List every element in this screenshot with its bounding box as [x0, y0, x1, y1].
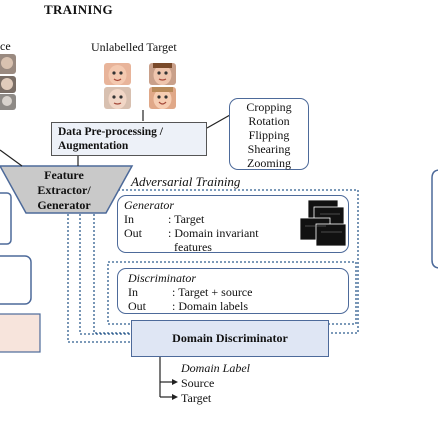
target-face-3 [104, 87, 131, 109]
domain-label-target: Target [181, 391, 212, 405]
augmentation-item: Shearing [247, 142, 291, 156]
domain-label-list: Domain Label Source Target [181, 361, 250, 406]
generator-in-key: In [124, 212, 134, 226]
source-label-fragment: ce [0, 39, 11, 53]
feature-extractor-line2: Extractor/ [37, 183, 91, 197]
discriminator-in-value: : Target + source [172, 285, 253, 299]
left-partial-box-3 [0, 313, 41, 353]
feature-extractor-shape [0, 165, 134, 214]
right-partial-box [431, 169, 438, 269]
diagram-title: TRAINING [44, 2, 113, 17]
domain-label-title: Domain Label [181, 361, 250, 375]
augmentation-item: Zooming [247, 156, 291, 170]
generator-out-value: : Domain invariant [168, 226, 259, 240]
generator-in-value: : Target [168, 212, 205, 226]
domain-discriminator-box: Domain Discriminator [131, 320, 329, 357]
generator-title: Generator [124, 198, 174, 212]
feature-extractor-line1: Feature [44, 168, 84, 182]
augmentation-item: Flipping [248, 128, 290, 142]
discriminator-in-key: In [128, 285, 138, 299]
generator-out-key: Out [124, 226, 142, 240]
augmentation-item: Rotation [248, 114, 290, 128]
discriminator-box: Discriminator In : Target + source Out : D… [117, 268, 349, 314]
feature-maps-icon [299, 199, 347, 247]
preprocessing-line2: Augmentation [58, 140, 129, 152]
generator-out-value-2: features [174, 240, 212, 254]
augmentation-item: Cropping [246, 100, 292, 114]
preprocessing-line1: Data Pre-processing / [58, 126, 163, 138]
feature-extractor-line3: Generator [37, 198, 91, 212]
preprocessing-box: Data Pre-processing / Augmentation [51, 122, 207, 156]
target-face-2 [149, 63, 176, 85]
discriminator-out-key: Out [128, 299, 146, 313]
target-face-1 [104, 63, 131, 85]
domain-label-source: Source [181, 376, 215, 390]
unlabelled-target-label: Unlabelled Target [91, 40, 177, 54]
generator-box: Generator In : Target Out : Domain invaria… [117, 195, 349, 254]
adversarial-training-label: Adversarial Training [131, 174, 241, 189]
source-faces [0, 54, 16, 110]
discriminator-out-value: : Domain labels [172, 299, 248, 313]
adversarial-frame [93, 189, 359, 334]
left-partial-box-2 [0, 255, 32, 305]
feature-extractor-label: Feature Extractor/ Generator [22, 168, 106, 213]
target-face-4 [149, 87, 176, 109]
augmentation-list: Cropping Rotation Flipping Shearing Zoom… [229, 98, 309, 170]
left-partial-box-1 [0, 192, 12, 245]
discriminator-title: Discriminator [128, 271, 197, 285]
